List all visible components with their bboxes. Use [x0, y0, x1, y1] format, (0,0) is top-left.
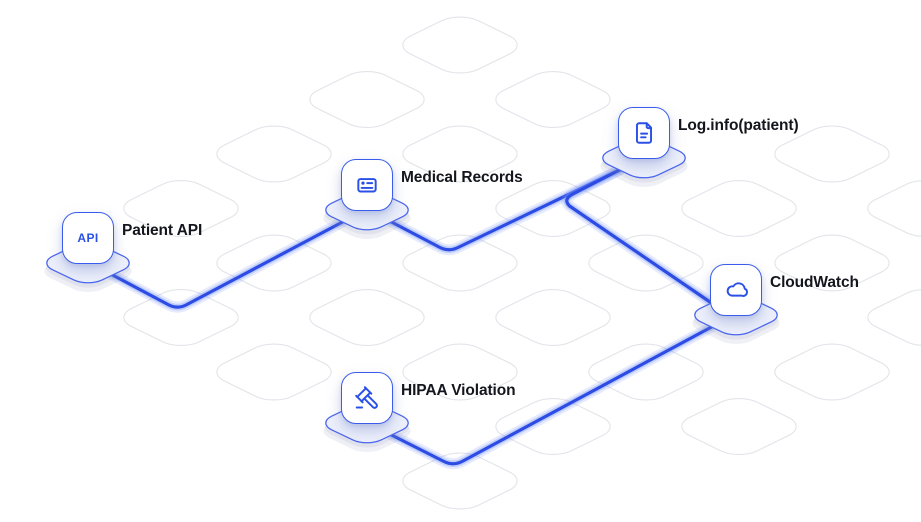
edge-log-info-cloudwatch — [565, 168, 714, 305]
grid-diamond — [392, 12, 528, 79]
id-card-icon — [357, 178, 377, 193]
grid-diamond — [392, 339, 528, 406]
edge-cloudwatch-hipaa-violation — [389, 325, 714, 466]
grid-diamond — [113, 284, 249, 351]
grid-layer — [113, 12, 921, 515]
edge-patient-api-medical-records — [110, 220, 345, 309]
grid-diamond — [299, 66, 435, 133]
grid-diamond — [485, 175, 621, 242]
node-cloudwatch-card — [710, 264, 762, 316]
grid-diamond — [857, 284, 921, 351]
edge-medical-records-log-info — [389, 168, 622, 252]
grid-diamond — [578, 339, 714, 406]
grid-diamond — [857, 175, 921, 242]
grid-diamond — [764, 121, 900, 188]
grid-diamond — [206, 121, 342, 188]
node-cloudwatch-label: CloudWatch — [770, 274, 859, 291]
grid-diamond — [485, 393, 621, 460]
grid-diamond — [485, 284, 621, 351]
tile-layer — [44, 134, 780, 452]
node-patient-api-card: API — [62, 212, 114, 264]
cloud-icon — [726, 282, 749, 297]
grid-diamond — [578, 230, 714, 297]
edge-log-info-cloudwatch — [561, 164, 717, 309]
edge-layer — [107, 164, 717, 470]
grid-diamond — [671, 175, 807, 242]
node-log-info-label: Log.info(patient) — [678, 117, 799, 134]
grid-diamond — [392, 230, 528, 297]
node-medical-records-card — [341, 159, 393, 211]
grid-diamond — [485, 66, 621, 133]
grid-diamond — [113, 175, 249, 242]
grid-diamond — [764, 230, 900, 297]
node-log-info-card — [618, 107, 670, 159]
node-patient-api-label: Patient API — [122, 222, 203, 239]
grid-diamond — [671, 393, 807, 460]
api-badge-icon: API — [77, 231, 99, 245]
node-hipaa-violation-label: HIPAA Violation — [401, 382, 516, 399]
grid-diamond — [392, 121, 528, 188]
node-hipaa-violation-card — [341, 372, 393, 424]
file-text-icon — [635, 122, 653, 144]
grid-diamond — [764, 339, 900, 406]
grid-diamond — [206, 230, 342, 297]
grid-diamond — [392, 448, 528, 515]
grid-diamond — [206, 339, 342, 406]
node-medical-records-label: Medical Records — [401, 169, 523, 186]
grid-diamond — [299, 284, 435, 351]
gavel-icon — [355, 386, 378, 409]
